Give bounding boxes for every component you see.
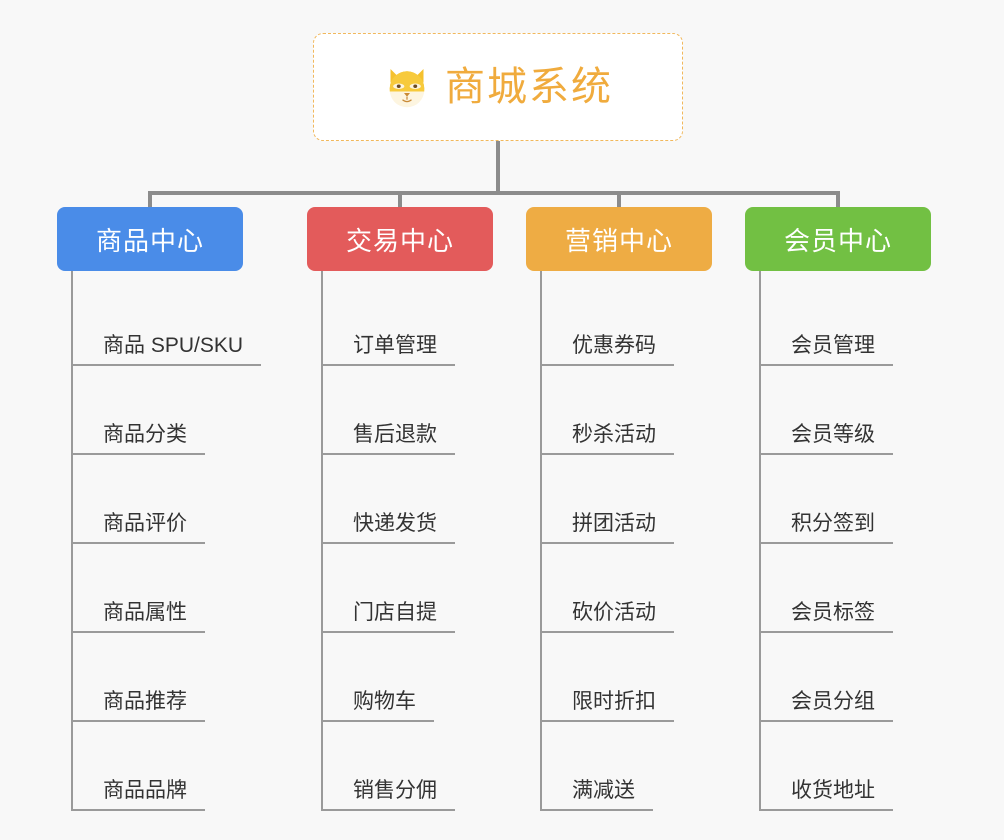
- leaf-label: 商品评价: [103, 511, 187, 535]
- leaf-label: 商品品牌: [103, 778, 187, 802]
- leaf-item[interactable]: 砍价活动: [540, 544, 756, 633]
- leaf-label: 会员等级: [791, 422, 875, 446]
- connector-drop-4: [836, 191, 840, 211]
- leaf-label: 购物车: [353, 689, 416, 713]
- leaf-item[interactable]: 商品推荐: [71, 633, 287, 722]
- leaf-list-1: 商品 SPU/SKU 商品分类 商品评价 商品属性 商品推荐 商品品牌: [71, 271, 287, 811]
- category-header-2[interactable]: 交易中心: [307, 207, 493, 271]
- leaf-label: 商品属性: [103, 600, 187, 624]
- connector-horizontal-bus: [148, 191, 840, 195]
- branch-trunk-3: [540, 271, 542, 811]
- leaf-label: 商品推荐: [103, 689, 187, 713]
- leaf-label: 商品分类: [103, 422, 187, 446]
- leaf-item[interactable]: 收货地址: [759, 722, 975, 811]
- branch-column-4: 会员中心 会员管理 会员等级 积分签到 会员标签 会员分组 收货地址: [745, 207, 975, 811]
- leaf-item[interactable]: 售后退款: [321, 366, 537, 455]
- leaf-list-4: 会员管理 会员等级 积分签到 会员标签 会员分组 收货地址: [759, 271, 975, 811]
- leaf-item[interactable]: 商品分类: [71, 366, 287, 455]
- leaf-label: 商品 SPU/SKU: [103, 333, 244, 357]
- branch-trunk-2: [321, 271, 323, 811]
- leaf-item[interactable]: 会员等级: [759, 366, 975, 455]
- leaf-item[interactable]: 商品属性: [71, 544, 287, 633]
- leaf-item[interactable]: 秒杀活动: [540, 366, 756, 455]
- leaf-list-3: 优惠券码 秒杀活动 拼团活动 砍价活动 限时折扣 满减送: [540, 271, 756, 811]
- branch-column-1: 商品中心 商品 SPU/SKU 商品分类 商品评价 商品属性 商品推荐 商品品牌: [57, 207, 287, 811]
- leaf-item[interactable]: 满减送: [540, 722, 756, 811]
- leaf-label: 门店自提: [353, 600, 437, 624]
- leaf-item[interactable]: 商品品牌: [71, 722, 287, 811]
- branch-trunk-1: [71, 271, 73, 811]
- leaf-label: 销售分佣: [353, 778, 437, 802]
- leaf-item[interactable]: 积分签到: [759, 455, 975, 544]
- leaf-item[interactable]: 快递发货: [321, 455, 537, 544]
- leaf-label: 优惠券码: [572, 333, 656, 357]
- leaf-label: 限时折扣: [572, 689, 656, 713]
- leaf-label: 收货地址: [791, 778, 875, 802]
- root-title: 商城系统: [445, 65, 613, 109]
- connector-drop-3: [617, 191, 621, 211]
- category-header-3[interactable]: 营销中心: [526, 207, 712, 271]
- leaf-label: 积分签到: [791, 511, 875, 535]
- leaf-label: 会员分组: [791, 689, 875, 713]
- connector-drop-2: [398, 191, 402, 211]
- leaf-item[interactable]: 订单管理: [321, 277, 537, 366]
- leaf-item[interactable]: 优惠券码: [540, 277, 756, 366]
- leaf-item[interactable]: 销售分佣: [321, 722, 537, 811]
- shiba-dog-icon: [389, 69, 425, 108]
- branch-trunk-4: [759, 271, 761, 811]
- leaf-item[interactable]: 门店自提: [321, 544, 537, 633]
- leaf-item[interactable]: 会员管理: [759, 277, 975, 366]
- connector-drop-1: [148, 191, 152, 211]
- leaf-list-2: 订单管理 售后退款 快递发货 门店自提 购物车 销售分佣: [321, 271, 537, 811]
- leaf-item[interactable]: 限时折扣: [540, 633, 756, 722]
- leaf-item[interactable]: 拼团活动: [540, 455, 756, 544]
- leaf-label: 满减送: [572, 778, 635, 802]
- leaf-label: 砍价活动: [572, 600, 656, 624]
- leaf-item[interactable]: 商品评价: [71, 455, 287, 544]
- root-node[interactable]: 商城系统: [313, 33, 683, 141]
- leaf-label: 订单管理: [353, 333, 437, 357]
- leaf-label: 快递发货: [353, 511, 437, 535]
- branch-column-2: 交易中心 订单管理 售后退款 快递发货 门店自提 购物车 销售分佣: [307, 207, 537, 811]
- leaf-label: 会员管理: [791, 333, 875, 357]
- category-header-4[interactable]: 会员中心: [745, 207, 931, 271]
- category-header-1[interactable]: 商品中心: [57, 207, 243, 271]
- leaf-item[interactable]: 会员标签: [759, 544, 975, 633]
- leaf-item[interactable]: 购物车: [321, 633, 537, 722]
- branch-column-3: 营销中心 优惠券码 秒杀活动 拼团活动 砍价活动 限时折扣 满减送: [526, 207, 756, 811]
- leaf-label: 会员标签: [791, 600, 875, 624]
- leaf-item[interactable]: 会员分组: [759, 633, 975, 722]
- leaf-label: 拼团活动: [572, 511, 656, 535]
- leaf-label: 售后退款: [353, 422, 437, 446]
- leaf-label: 秒杀活动: [572, 422, 656, 446]
- leaf-item[interactable]: 商品 SPU/SKU: [71, 277, 287, 366]
- connector-root-stem: [496, 141, 500, 193]
